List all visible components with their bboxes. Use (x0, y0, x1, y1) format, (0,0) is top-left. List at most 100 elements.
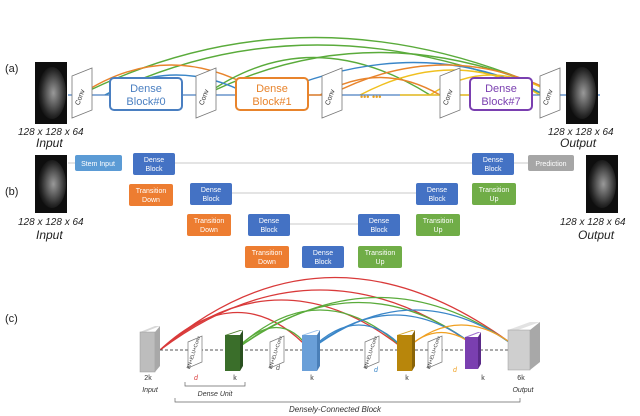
panel-b-skip-lines (68, 162, 472, 225)
dense-block-0-line1: Dense (130, 83, 162, 95)
panel-c-output-label: Output (512, 387, 534, 394)
dense-block-b-5: Dense Block (416, 183, 458, 205)
output-channels: 6k (517, 375, 525, 382)
k-label-2: k (310, 375, 314, 382)
dense-block-b-bottleneck: Dense Block (302, 246, 344, 268)
transition-up-1: Transition Up (358, 246, 402, 268)
svg-text:Dense: Dense (483, 157, 503, 164)
panel-c-label: (c) (5, 313, 18, 325)
dense-block-1-line2: Block#1 (252, 96, 291, 108)
svg-text:Dense: Dense (313, 250, 333, 257)
svg-text:Dense: Dense (369, 218, 389, 225)
svg-text:Block: Block (145, 166, 163, 173)
dense-block-1: Dense Block#1 (235, 77, 309, 111)
k-label-4: k (481, 375, 485, 382)
dense-block-b-2: Dense Block (190, 183, 232, 205)
panel-b-output-size: 128 x 128 x 64 (560, 217, 626, 228)
dense-unit-bracket (184, 382, 246, 387)
panel-c-output-cube (507, 322, 540, 371)
svg-text:Transition: Transition (136, 188, 167, 195)
panel-b-output-image (586, 155, 618, 213)
svg-text:Transition: Transition (479, 187, 510, 194)
bn-elu-conv-unit-4: BN+ELU+Conv (426, 335, 443, 370)
dense-block-b-1: Dense Block (133, 153, 175, 175)
panel-b-input-label: Input (36, 228, 63, 242)
bn-elu-conv-unit-3: BN+ELU+Conv (363, 335, 380, 370)
panel-a-output-size: 128 x 128 x 64 (548, 127, 614, 138)
feature-map-1 (225, 330, 243, 371)
d-label-2: d (276, 365, 281, 372)
prediction-box: Prediction (528, 155, 574, 171)
svg-text:Transition: Transition (365, 250, 396, 257)
stem-input-box: Stem Input (75, 155, 122, 171)
panel-c-input-cube (139, 326, 160, 373)
svg-text:Up: Up (434, 227, 443, 234)
transition-up-2: Transition Up (416, 214, 460, 236)
svg-text:Down: Down (258, 259, 276, 266)
svg-text:Up: Up (376, 259, 385, 266)
dense-block-b-6: Dense Block (472, 153, 514, 175)
arc-c-9 (309, 324, 406, 351)
svg-text:Transition: Transition (423, 218, 454, 225)
svg-text:Block: Block (428, 196, 446, 203)
dense-block-0-line2: Block#0 (126, 96, 165, 108)
svg-text:Block: Block (202, 196, 220, 203)
arc-c-1 (159, 277, 521, 351)
feature-map-3 (397, 330, 415, 371)
bn-elu-conv-unit-1: BN+ELU+Conv (186, 335, 203, 370)
svg-text:Transition: Transition (194, 218, 225, 225)
svg-text:Up: Up (490, 196, 499, 203)
svg-text:Block: Block (484, 166, 502, 173)
svg-text:Dense: Dense (427, 187, 447, 194)
panel-a-output-label: Output (560, 136, 597, 150)
svg-text:Block: Block (260, 227, 278, 234)
svg-text:Dense: Dense (201, 187, 221, 194)
arc-c-13 (404, 324, 521, 351)
transition-down-2: Transition Down (187, 214, 231, 236)
feature-map-4 (465, 332, 481, 369)
arc-c-2 (159, 311, 311, 351)
dense-block-1-line1: Dense (256, 83, 288, 95)
panel-a-input-image (35, 62, 67, 124)
dense-block-b-3: Dense Block (248, 214, 290, 236)
conv-slab-3: Conv (321, 67, 343, 119)
conv-slab-1: Conv (71, 67, 93, 119)
dense-unit-label: Dense Unit (198, 391, 234, 398)
conv-slab-2: Conv (195, 67, 217, 119)
svg-text:Dense: Dense (144, 157, 164, 164)
transition-down-1: Transition Down (129, 184, 173, 206)
panel-b-input-image (35, 155, 67, 213)
dense-block-b-4: Dense Block (358, 214, 400, 236)
densely-connected-block-label: Densely-Connected Block (289, 405, 382, 414)
k-label-1: k (233, 375, 237, 382)
panel-b-output-label: Output (578, 228, 615, 242)
svg-text:Block: Block (314, 259, 332, 266)
svg-text:Block: Block (370, 227, 388, 234)
panel-a-output-image (566, 62, 598, 124)
d-label-1: d (194, 375, 199, 382)
dense-block-0: Dense Block#0 (109, 77, 183, 111)
feature-map-2 (302, 330, 320, 371)
k-label-3: k (405, 375, 409, 382)
conv-slab-4: Conv (439, 67, 461, 119)
transition-down-3: Transition Down (245, 246, 289, 268)
input-channels: 2k (144, 375, 152, 382)
conv-slab-5: Conv (539, 67, 561, 119)
panel-b-input-size: 128 x 128 x 64 (18, 217, 84, 228)
bn-elu-conv-unit-2: BN+ELU+Conv (268, 335, 285, 370)
ellipsis-dots: ••• ••• (360, 92, 381, 102)
d-label-4: d (453, 367, 458, 374)
dense-block-7-line2: Block#7 (481, 96, 520, 108)
stem-input-label: Stem Input (81, 161, 115, 168)
densely-connected-bracket (174, 398, 521, 403)
panel-c-skip-arcs (159, 277, 521, 351)
panel-b-label: (b) (5, 186, 18, 198)
dense-block-7: Dense Block#7 (469, 77, 533, 111)
panel-a-label: (a) (5, 63, 18, 75)
svg-text:Transition: Transition (252, 250, 283, 257)
dense-block-7-line1: Dense (485, 83, 517, 95)
d-label-3: d (374, 367, 379, 374)
svg-text:Down: Down (200, 227, 218, 234)
